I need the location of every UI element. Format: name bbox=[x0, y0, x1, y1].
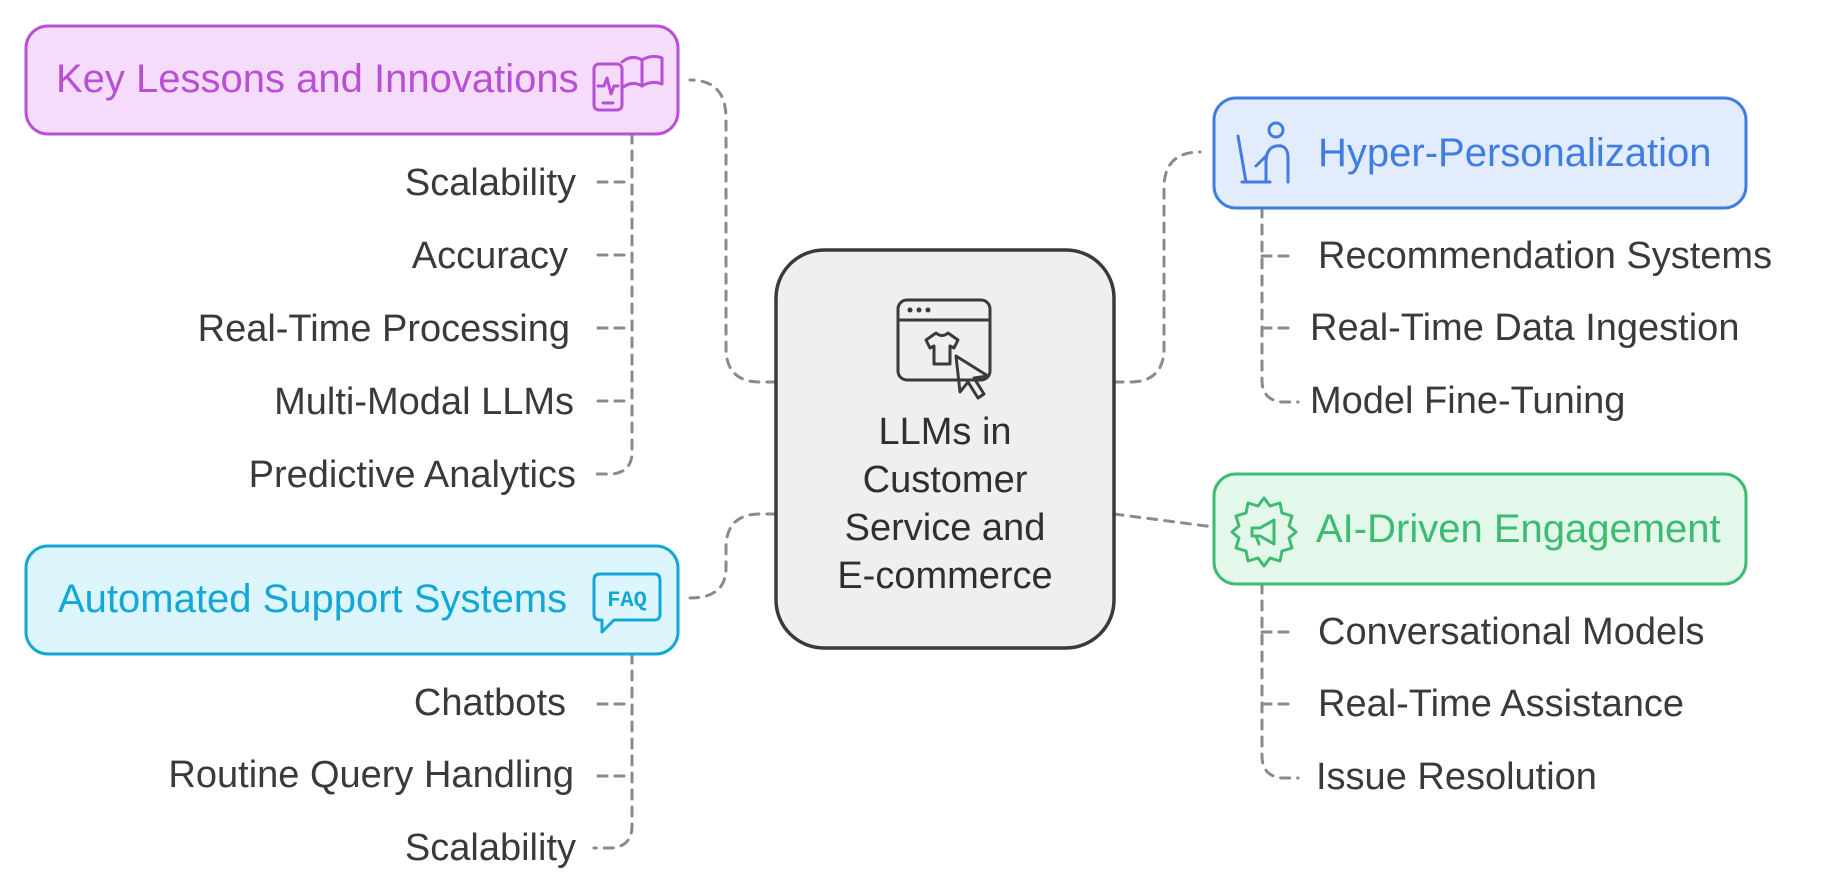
svg-text:FAQ: FAQ bbox=[607, 588, 647, 613]
faq-bubble-icon: FAQ bbox=[592, 572, 662, 634]
key-lessons-item-4: Multi-Modal LLMs bbox=[274, 381, 574, 423]
tree-automated-support bbox=[592, 652, 634, 850]
hyper-personalization-item-1: Recommendation Systems bbox=[1318, 235, 1772, 277]
center-title-line-2: Customer bbox=[863, 459, 1028, 501]
branch-ai-engagement: AI-Driven Engagement Conversational Mode… bbox=[1212, 472, 1748, 798]
megaphone-badge-icon bbox=[1230, 496, 1298, 568]
browser-shirt-cursor-icon bbox=[896, 298, 992, 400]
connector-automated-support bbox=[688, 512, 778, 600]
phone-book-icon bbox=[592, 54, 664, 112]
ai-engagement-title: AI-Driven Engagement bbox=[1316, 507, 1721, 551]
key-lessons-item-1: Scalability bbox=[405, 162, 576, 204]
key-lessons-item-5: Predictive Analytics bbox=[249, 454, 576, 496]
tree-key-lessons bbox=[592, 132, 634, 476]
branch-key-lessons: Key Lessons and Innovations Scalability … bbox=[24, 24, 680, 496]
connector-hyper-personalization bbox=[1112, 150, 1202, 384]
center-node: LLMs in Customer Service and E-commerce bbox=[774, 248, 1116, 650]
automated-support-item-3: Scalability bbox=[405, 827, 576, 869]
connectors bbox=[592, 78, 1300, 850]
tree-ai-engagement bbox=[1260, 582, 1300, 780]
center-title-line-1: LLMs in bbox=[878, 411, 1011, 453]
person-at-desk-icon bbox=[1236, 121, 1290, 184]
key-lessons-item-3: Real-Time Processing bbox=[198, 308, 570, 350]
hyper-personalization-item-2: Real-Time Data Ingestion bbox=[1310, 307, 1739, 349]
key-lessons-item-2: Accuracy bbox=[412, 235, 568, 277]
automated-support-title: Automated Support Systems bbox=[58, 577, 567, 621]
branch-automated-support: Automated Support Systems FAQ Chatbots R… bbox=[24, 544, 680, 869]
ai-engagement-item-1: Conversational Models bbox=[1318, 611, 1705, 653]
tree-hyper-personalization bbox=[1260, 206, 1300, 404]
ai-engagement-item-2: Real-Time Assistance bbox=[1318, 683, 1684, 725]
ai-engagement-item-3: Issue Resolution bbox=[1316, 756, 1597, 798]
automated-support-item-1: Chatbots bbox=[414, 682, 566, 724]
automated-support-item-2: Routine Query Handling bbox=[168, 754, 574, 796]
connector-key-lessons bbox=[688, 78, 778, 384]
key-lessons-title: Key Lessons and Innovations bbox=[56, 57, 579, 101]
hyper-personalization-item-3: Model Fine-Tuning bbox=[1310, 380, 1625, 422]
center-title-line-4: E-commerce bbox=[837, 555, 1052, 597]
center-title-line-3: Service and bbox=[845, 507, 1046, 549]
branch-hyper-personalization: Hyper-Personalization Recommendation Sys… bbox=[1212, 96, 1772, 422]
connector-ai-engagement bbox=[1112, 512, 1216, 529]
hyper-personalization-title: Hyper-Personalization bbox=[1318, 131, 1712, 175]
